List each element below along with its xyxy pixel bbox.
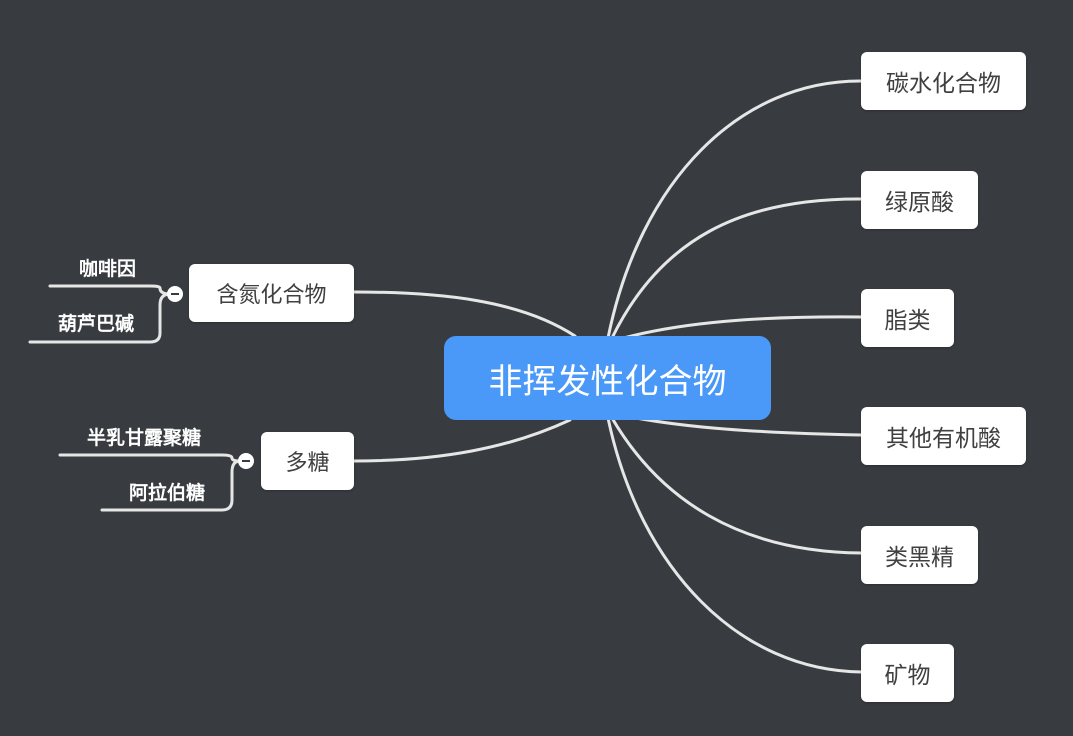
connector-caffeine	[48, 284, 180, 296]
subtopic-caffeine[interactable]: 咖啡因	[79, 258, 137, 280]
topic-melanoidins[interactable]: 类黑精	[861, 526, 978, 584]
topic-chlorogenic-acid[interactable]: 绿原酸	[861, 171, 978, 229]
topic-label: 脂类	[884, 308, 931, 334]
topic-label: 类黑精	[885, 545, 954, 571]
topic-lipids[interactable]: 脂类	[861, 289, 954, 347]
connector-melanoidins	[610, 416, 864, 555]
topic-carbohydrates[interactable]: 碳水化合物	[861, 52, 1026, 110]
connector-lipids	[614, 315, 864, 342]
root-node[interactable]: 非挥发性化合物	[444, 336, 771, 420]
connector-carbohydrates	[606, 79, 864, 340]
minus-icon	[242, 460, 250, 462]
topic-nitrogen-compounds[interactable]: 含氮化合物	[189, 264, 354, 322]
minus-icon	[171, 293, 179, 295]
connector-trigonelline	[28, 292, 172, 344]
topic-minerals[interactable]: 矿物	[861, 644, 954, 702]
subtopic-trigonelline[interactable]: 葫芦巴碱	[58, 313, 135, 335]
topic-label: 多糖	[285, 451, 330, 476]
connector-nitrogen-compounds	[352, 290, 577, 338]
topic-label: 含氮化合物	[216, 283, 327, 308]
topic-label: 绿原酸	[885, 190, 954, 216]
connector-galactomannan	[58, 453, 248, 463]
collapse-toggle-nitrogen[interactable]	[167, 286, 183, 302]
topic-label: 其他有机酸	[886, 426, 1001, 452]
topic-polysaccharides[interactable]: 多糖	[261, 432, 354, 490]
connector-arabinose	[100, 459, 242, 512]
connector-minerals	[606, 416, 864, 674]
topic-label: 矿物	[884, 663, 931, 689]
subtopic-arabinose[interactable]: 阿拉伯糖	[129, 482, 206, 504]
connector-polysaccharides	[352, 418, 572, 463]
collapse-toggle-polysaccharides[interactable]	[238, 453, 254, 469]
root-label: 非挥发性化合物	[488, 361, 727, 402]
topic-label: 碳水化合物	[886, 71, 1001, 97]
topic-other-organic-acids[interactable]: 其他有机酸	[861, 407, 1026, 465]
subtopic-galactomannan[interactable]: 半乳甘露聚糖	[87, 427, 202, 449]
connector-chlorogenic-acid	[610, 197, 864, 340]
